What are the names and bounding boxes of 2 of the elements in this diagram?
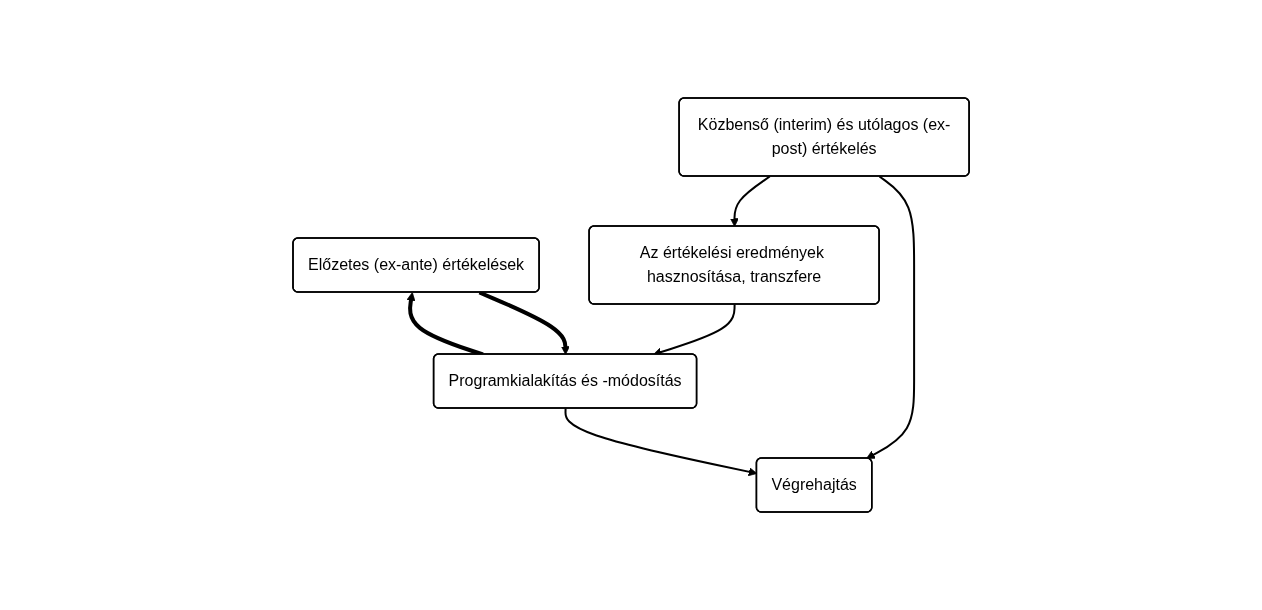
arrow xyxy=(730,175,771,227)
arrow xyxy=(866,175,916,459)
